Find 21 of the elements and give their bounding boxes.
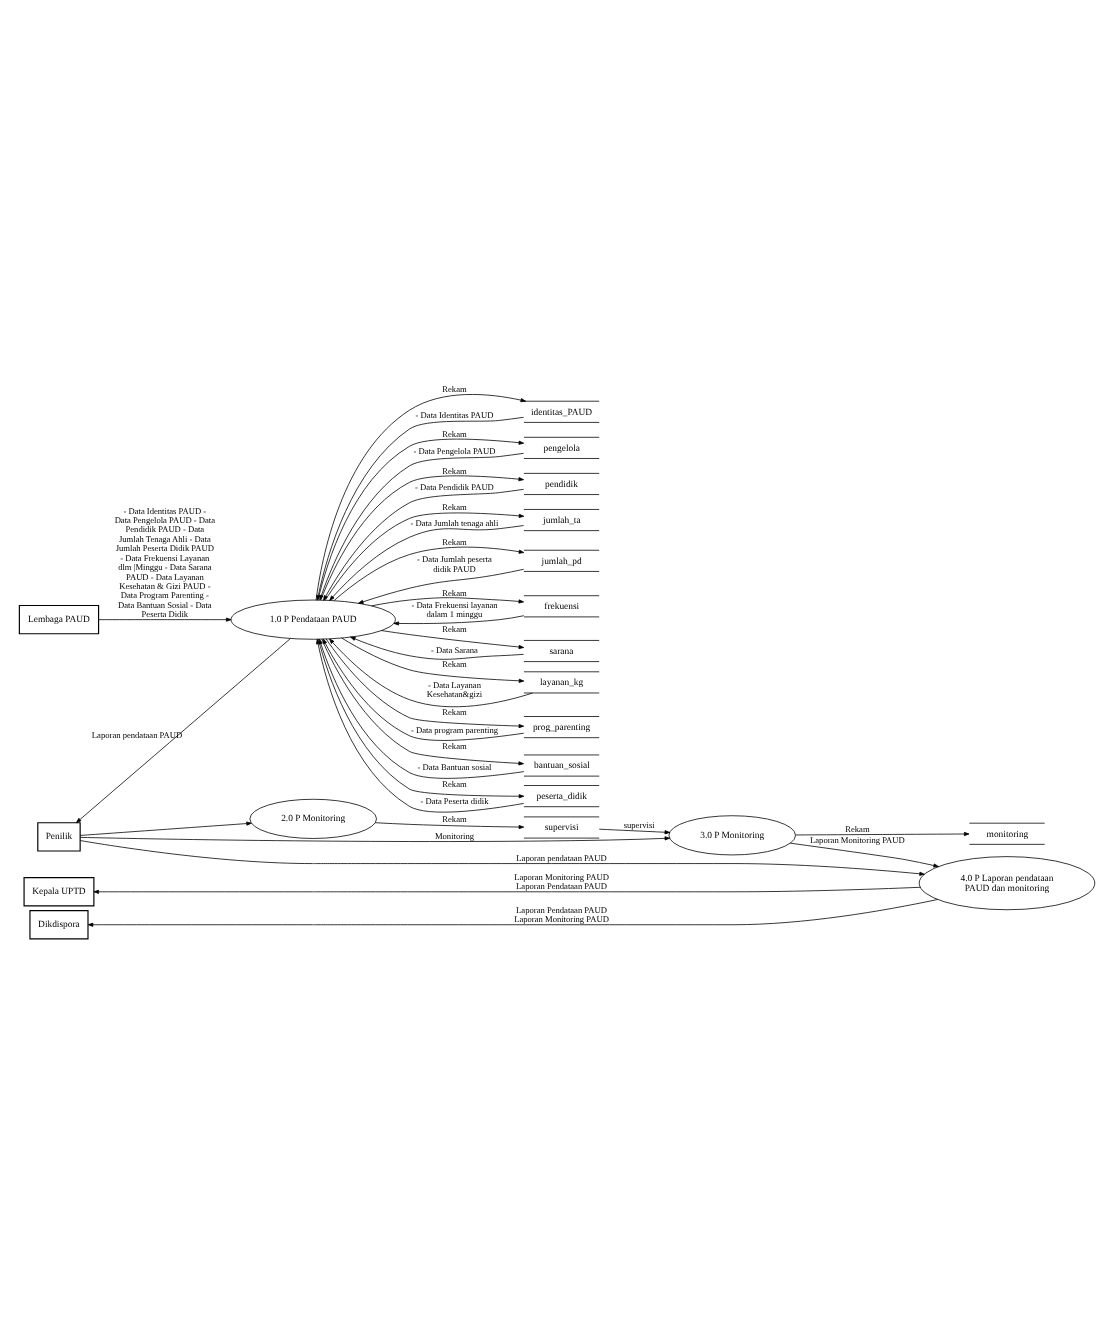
- arrow: [329, 638, 533, 708]
- arrow: [358, 568, 525, 604]
- arrow: [324, 512, 525, 601]
- arrow: [393, 615, 525, 626]
- arrow: [380, 630, 525, 650]
- arrow: [350, 636, 524, 660]
- arrow: [795, 831, 970, 837]
- arrow: [371, 597, 524, 607]
- arrow: [87, 899, 938, 927]
- arrow: [329, 525, 524, 601]
- arrow: [374, 822, 525, 830]
- arrow: [75, 638, 291, 824]
- arrow: [789, 842, 939, 868]
- arrow: [93, 886, 921, 894]
- arrow: [98, 617, 232, 622]
- arrow: [79, 836, 671, 842]
- arrow: [79, 840, 925, 876]
- arrow: [333, 546, 525, 601]
- arrow: [598, 828, 671, 835]
- arrow: [79, 821, 252, 836]
- arrow: [341, 637, 525, 683]
